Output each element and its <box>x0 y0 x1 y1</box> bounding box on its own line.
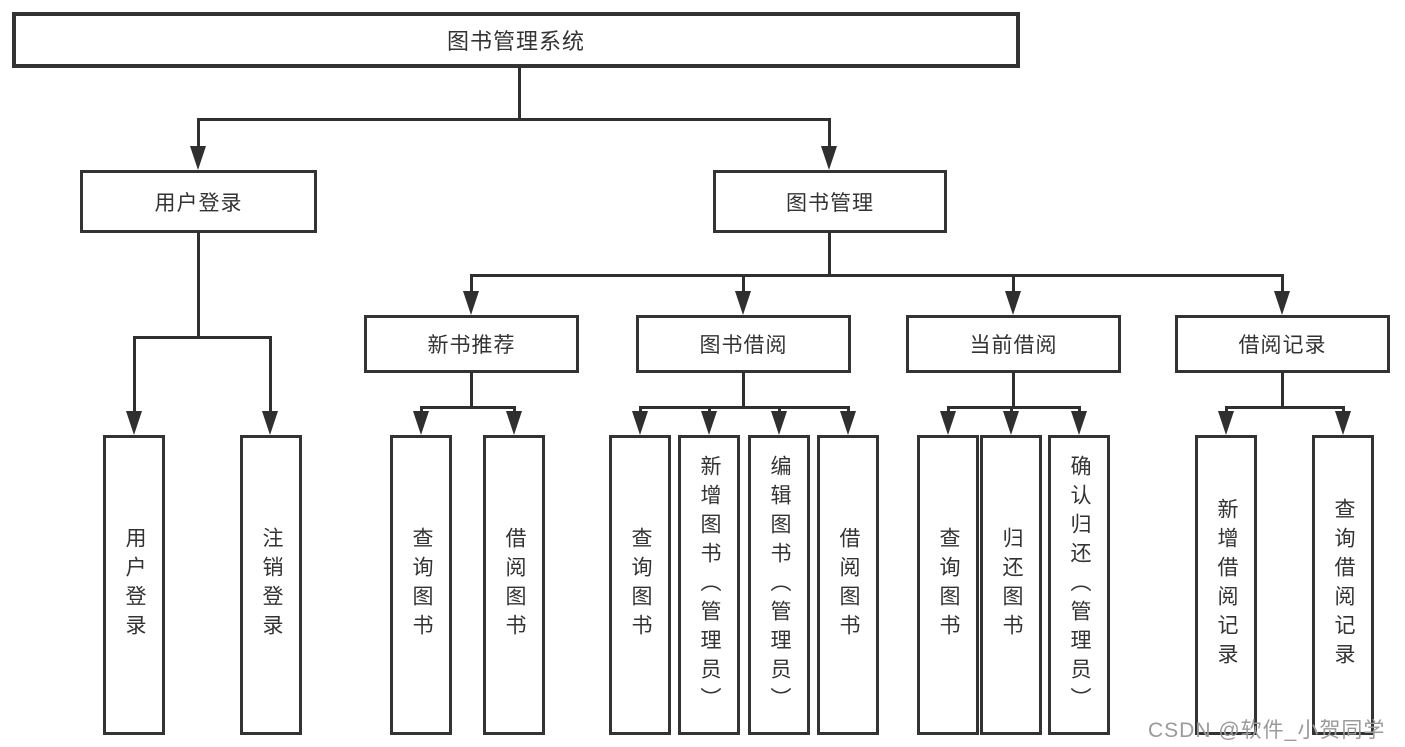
col-confirm-return-admin-label: 确认归还（管理员） <box>1068 454 1091 716</box>
connector-bookmgmt-drop-4 <box>1281 274 1284 292</box>
col-user-login: 用户登录 <box>103 435 165 735</box>
col-borrowing-query-books: 查询图书 <box>609 435 671 735</box>
node-borrowing-records: 借阅记录 <box>1175 315 1390 373</box>
arrow-to-new-book-recommend <box>463 291 479 315</box>
connector-root-drop-left <box>197 118 200 148</box>
node-book-borrowing-label: 图书借阅 <box>699 334 788 357</box>
arrow-to-borrowing-query <box>632 411 648 435</box>
connector-bookmgmt-trunk <box>828 231 831 277</box>
connector-bookmgmt-drop-1 <box>470 274 473 292</box>
arrow-to-current-query <box>940 411 956 435</box>
connector-borrowing-drop-4 <box>847 406 850 413</box>
node-user-login: 用户登录 <box>80 170 317 233</box>
col-current-query-books-label: 查询图书 <box>937 527 960 643</box>
col-current-query-books: 查询图书 <box>917 435 979 735</box>
csdn-watermark: CSDN @软件_小贺同学 <box>1148 719 1386 742</box>
col-return-books-label: 归还图书 <box>1000 527 1023 643</box>
connector-recommend-drop-1 <box>420 406 423 413</box>
connector-bookmgmt-hbar <box>470 274 1283 277</box>
col-add-books-admin: 新增图书（管理员） <box>678 435 740 735</box>
node-root: 图书管理系统 <box>12 12 1020 68</box>
arrow-to-borrowing-records <box>1274 291 1290 315</box>
node-root-label: 图书管理系统 <box>446 29 585 54</box>
arrow-to-add-books <box>701 411 717 435</box>
connector-current-hbar <box>947 406 1081 409</box>
connector-recommend-drop-2 <box>513 406 516 413</box>
col-logout-label: 注销登录 <box>260 527 283 643</box>
connector-userlogin-drop-1 <box>133 336 136 412</box>
arrow-to-current-borrowing <box>1005 291 1021 315</box>
connector-borrowing-drop-2 <box>708 406 711 413</box>
arrow-to-add-record <box>1218 411 1234 435</box>
connector-recommend-hbar <box>420 406 516 409</box>
col-logout: 注销登录 <box>240 435 302 735</box>
connector-bookmgmt-drop-2 <box>742 274 745 292</box>
arrow-to-recommend-query <box>413 411 429 435</box>
node-current-borrowing: 当前借阅 <box>906 315 1121 373</box>
col-recommend-borrow-books-label: 借阅图书 <box>503 527 526 643</box>
connector-current-drop-2 <box>1010 406 1013 413</box>
col-return-books: 归还图书 <box>980 435 1042 735</box>
connector-borrowing-hbar <box>639 406 849 409</box>
col-borrowing-borrow-books-label: 借阅图书 <box>837 527 860 643</box>
connector-records-hbar <box>1225 406 1345 409</box>
connector-root-hbar <box>197 118 831 121</box>
connector-borrowing-drop-1 <box>639 406 642 413</box>
arrow-to-borrowing-borrow <box>840 411 856 435</box>
arrow-to-login <box>126 411 142 435</box>
col-borrowing-query-books-label: 查询图书 <box>629 527 652 643</box>
col-query-borrow-record: 查询借阅记录 <box>1312 435 1374 735</box>
arrow-to-user-login <box>190 146 206 170</box>
node-new-book-recommend-label: 新书推荐 <box>427 334 516 357</box>
arrow-to-recommend-borrow <box>506 411 522 435</box>
arrow-to-return-books <box>1003 411 1019 435</box>
col-add-borrow-record: 新增借阅记录 <box>1195 435 1257 735</box>
arrow-to-query-record <box>1335 411 1351 435</box>
col-add-borrow-record-label: 新增借阅记录 <box>1215 498 1238 672</box>
connector-records-drop-1 <box>1225 406 1228 413</box>
connector-records-trunk <box>1281 373 1284 409</box>
node-book-management-label: 图书管理 <box>786 191 874 215</box>
node-new-book-recommend: 新书推荐 <box>364 315 579 373</box>
connector-userlogin-drop-2 <box>269 336 272 412</box>
node-current-borrowing-label: 当前借阅 <box>969 334 1058 357</box>
col-borrowing-borrow-books: 借阅图书 <box>817 435 879 735</box>
col-recommend-query-books: 查询图书 <box>390 435 452 735</box>
connector-userlogin-hbar <box>133 336 272 339</box>
col-confirm-return-admin: 确认归还（管理员） <box>1048 435 1110 735</box>
node-user-login-label: 用户登录 <box>154 191 243 215</box>
connector-records-drop-2 <box>1342 406 1345 413</box>
connector-userlogin-trunk <box>197 231 200 339</box>
col-recommend-query-books-label: 查询图书 <box>410 527 433 643</box>
arrow-to-book-management <box>821 146 837 170</box>
col-edit-books-admin: 编辑图书（管理员） <box>748 435 810 735</box>
col-edit-books-admin-label: 编辑图书（管理员） <box>768 454 791 716</box>
node-borrowing-records-label: 借阅记录 <box>1238 334 1327 357</box>
connector-bookmgmt-drop-3 <box>1012 274 1015 292</box>
arrow-to-edit-books <box>771 411 787 435</box>
connector-current-trunk <box>1012 373 1015 409</box>
col-recommend-borrow-books: 借阅图书 <box>483 435 545 735</box>
connector-root-drop-right <box>828 118 831 148</box>
connector-recommend-trunk <box>470 373 473 409</box>
col-add-books-admin-label: 新增图书（管理员） <box>698 454 721 716</box>
connector-root-trunk <box>518 66 521 120</box>
connector-current-drop-1 <box>947 406 950 413</box>
arrow-to-confirm-return <box>1071 411 1087 435</box>
col-query-borrow-record-label: 查询借阅记录 <box>1332 498 1355 672</box>
node-book-borrowing: 图书借阅 <box>636 315 851 373</box>
node-book-management: 图书管理 <box>713 170 947 233</box>
connector-borrowing-trunk <box>742 373 745 409</box>
connector-borrowing-drop-3 <box>778 406 781 413</box>
arrow-to-book-borrowing <box>735 291 751 315</box>
arrow-to-logout <box>262 411 278 435</box>
col-user-login-label: 用户登录 <box>123 527 146 643</box>
connector-current-drop-3 <box>1078 406 1081 413</box>
